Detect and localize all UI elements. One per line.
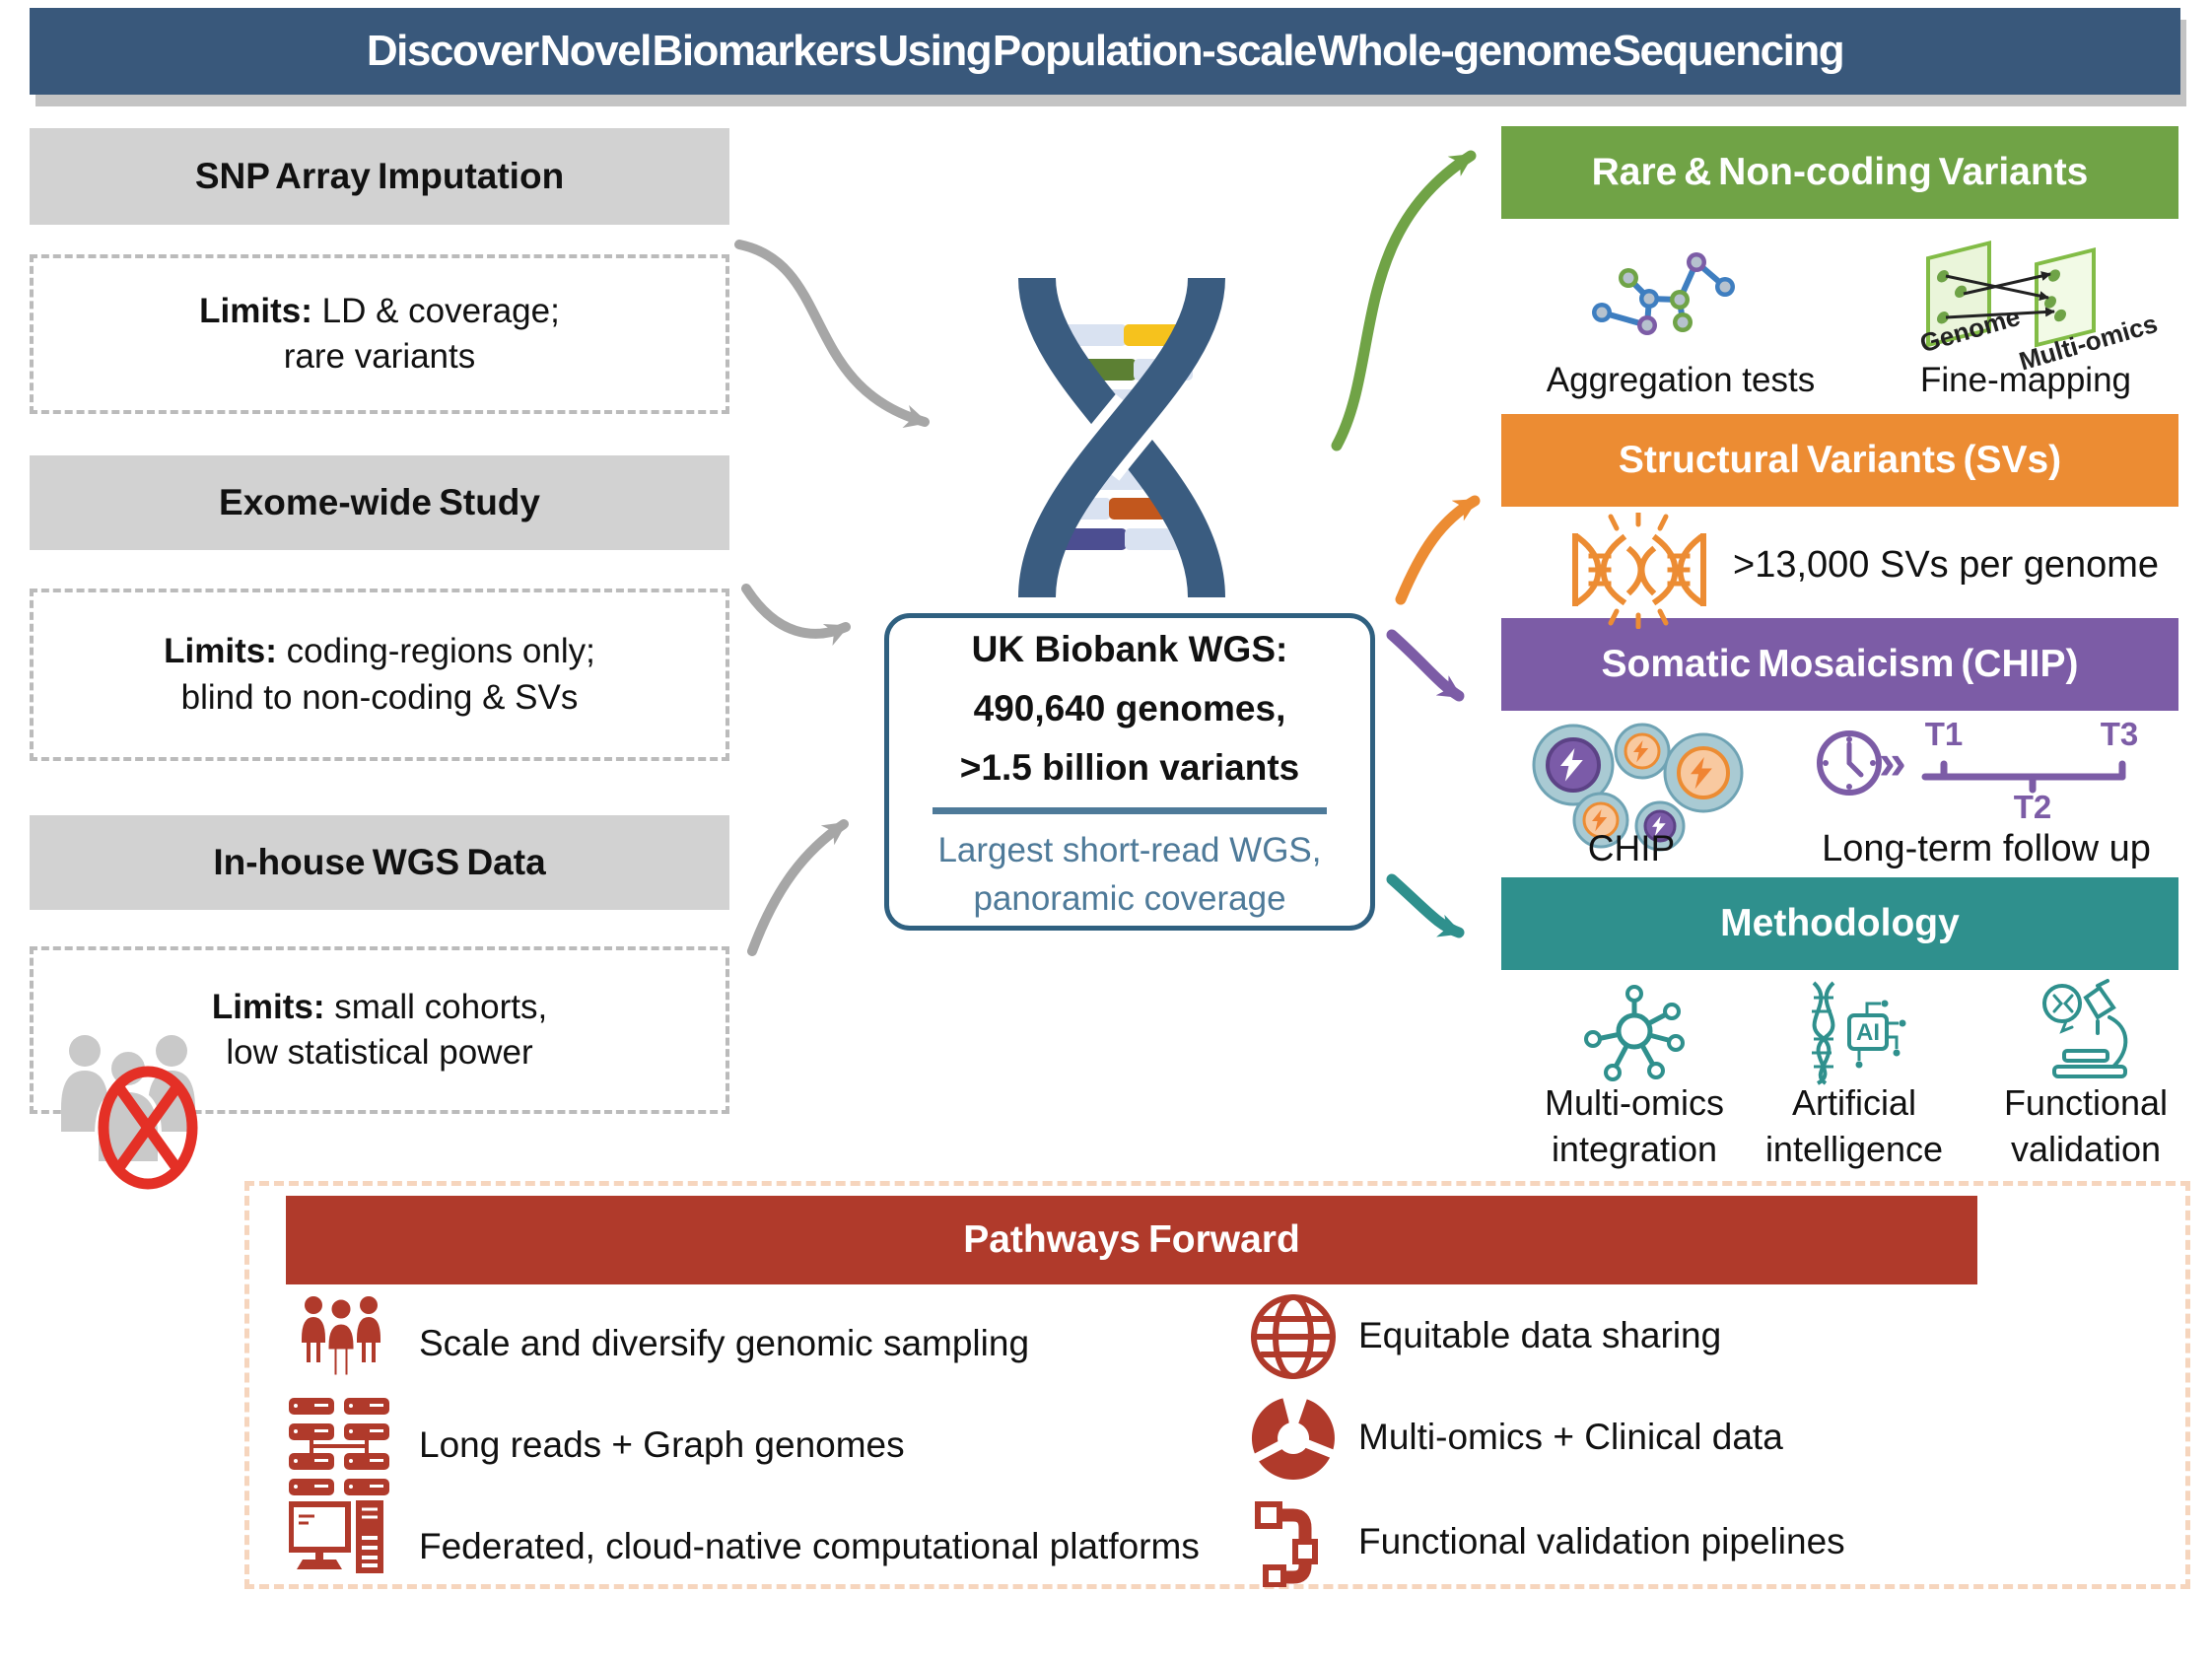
sv-broken-dna-icon bbox=[1572, 513, 1706, 629]
label-line1: Functional bbox=[2003, 1082, 2169, 1123]
computer-icon bbox=[289, 1500, 383, 1573]
limits-label: Limits: bbox=[199, 291, 312, 330]
limits-line: Limits: LD & coverage; bbox=[199, 289, 560, 334]
pathway-item-federated: Federated, cloud-native computational pl… bbox=[419, 1526, 1200, 1566]
page-title: Discover Novel Biomarkers Using Populati… bbox=[366, 27, 1845, 75]
artificial-intelligence-label: Artificial intelligence bbox=[1750, 1080, 1959, 1173]
limits-line2: blind to non-coding & SVs bbox=[180, 677, 579, 717]
limits-line2: low statistical power bbox=[226, 1033, 533, 1072]
multiomics-integration-label: Multi-omics integration bbox=[1521, 1080, 1748, 1173]
section-header-exome: Exome-wide Study bbox=[30, 455, 729, 550]
pathway-item-validation: Functional validation pipelines bbox=[1358, 1521, 1845, 1561]
people-group-icon bbox=[302, 1296, 380, 1378]
label-line2: validation bbox=[2010, 1128, 2162, 1169]
aggregation-tests-label: Aggregation tests bbox=[1546, 361, 1816, 399]
limits-label: Limits: bbox=[211, 987, 325, 1026]
longterm-followup-label: Long-term follow up bbox=[1822, 828, 2151, 869]
label-line1: Artificial bbox=[1791, 1082, 1917, 1123]
sv-stat-text: >13,000 SVs per genome bbox=[1733, 544, 2160, 586]
small-cohort-prohibited-icon bbox=[61, 1035, 198, 1190]
ai-dna-icon: AI bbox=[1812, 981, 1906, 1085]
chevrons-icon: » bbox=[1879, 734, 1906, 790]
uk-biobank-box: UK Biobank WGS: 490,640 genomes, >1.5 bi… bbox=[884, 613, 1375, 931]
pathways-forward-section bbox=[244, 1181, 2190, 1589]
limits-box-inhouse: Limits: small cohorts, low statistical p… bbox=[30, 946, 729, 1114]
fine-mapping-label: Fine-mapping bbox=[1920, 361, 2131, 399]
aggregation-network-icon bbox=[1592, 252, 1735, 335]
banner-methodology: Methodology bbox=[1501, 877, 2178, 970]
timepoint-t3: T3 bbox=[2100, 716, 2139, 752]
title-bar: Discover Novel Biomarkers Using Populati… bbox=[30, 8, 2180, 95]
server-stack-icon bbox=[289, 1398, 389, 1495]
timepoint-t2: T2 bbox=[2013, 789, 2052, 825]
limits-text: LD & coverage; bbox=[311, 291, 560, 330]
banner-label: Structural Variants (SVs) bbox=[1618, 439, 2062, 481]
banner-label: Methodology bbox=[1720, 902, 1960, 944]
pathways-forward-banner: Pathways Forward bbox=[286, 1196, 1977, 1284]
timepoint-t1: T1 bbox=[1924, 716, 1964, 752]
banner-structural-variants: Structural Variants (SVs) bbox=[1501, 414, 2178, 507]
pathway-item-longreads: Long reads + Graph genomes bbox=[419, 1424, 905, 1465]
limits-box-snp-array: Limits: LD & coverage; rare variants bbox=[30, 254, 729, 414]
ukb-line4: Largest short-read WGS, bbox=[937, 830, 1322, 869]
limits-label: Limits: bbox=[164, 632, 277, 671]
ukb-line1: UK Biobank WGS: bbox=[971, 628, 1288, 669]
section-header-label: Exome-wide Study bbox=[219, 482, 540, 522]
section-header-label: In-house WGS Data bbox=[213, 842, 546, 882]
section-header-inhouse: In-house WGS Data bbox=[30, 815, 729, 910]
limits-line2: rare variants bbox=[283, 337, 476, 376]
ukb-line2: 490,640 genomes, bbox=[973, 687, 1286, 728]
followup-timeline bbox=[1921, 760, 2126, 794]
multiomics-donut-icon bbox=[1251, 1393, 1338, 1480]
limits-text: coding-regions only; bbox=[276, 632, 595, 671]
pipeline-icon bbox=[1255, 1501, 1318, 1587]
banner-rare-noncoding: Rare & Non-coding Variants bbox=[1501, 126, 2178, 219]
pathway-item-clinicaldata: Multi-omics + Clinical data bbox=[1358, 1417, 1783, 1457]
label-line1: Multi-omics bbox=[1544, 1082, 1724, 1123]
chip-cells-icon bbox=[1532, 723, 1744, 852]
section-header-snp-array: SNP Array Imputation bbox=[30, 128, 729, 225]
pathways-forward-title: Pathways Forward bbox=[963, 1218, 1300, 1261]
chip-label: CHIP bbox=[1587, 828, 1676, 868]
microscope-icon bbox=[2042, 979, 2128, 1078]
ukb-line3: >1.5 billion variants bbox=[959, 746, 1300, 788]
limits-line: Limits: small cohorts, bbox=[212, 985, 547, 1030]
limits-line: Limits: coding-regions only; bbox=[164, 629, 595, 674]
limits-box-exome: Limits: coding-regions only; blind to no… bbox=[30, 589, 729, 761]
section-header-label: SNP Array Imputation bbox=[194, 156, 565, 196]
banner-label: Rare & Non-coding Variants bbox=[1591, 151, 2089, 193]
ai-chip-label: AI bbox=[1856, 1019, 1880, 1046]
functional-validation-label: Functional validation bbox=[1981, 1080, 2190, 1173]
clock-icon bbox=[1817, 730, 1882, 796]
banner-label: Somatic Mosaicism (CHIP) bbox=[1601, 643, 2079, 685]
banner-somatic-mosaicism: Somatic Mosaicism (CHIP) bbox=[1501, 618, 2178, 711]
multiomics-hub-icon bbox=[1584, 985, 1685, 1081]
ukb-line5: panoramic coverage bbox=[973, 879, 1286, 919]
limits-text: small cohorts, bbox=[324, 987, 548, 1026]
label-line2: integration bbox=[1551, 1128, 1718, 1169]
pathway-item-datasharing: Equitable data sharing bbox=[1358, 1315, 1722, 1355]
fine-mapping-icon bbox=[1926, 241, 2096, 348]
label-line2: intelligence bbox=[1764, 1128, 1944, 1169]
globe-icon bbox=[1251, 1294, 1336, 1379]
pathway-item-sampling: Scale and diversify genomic sampling bbox=[419, 1323, 1030, 1363]
dna-helix-icon bbox=[1008, 276, 1235, 599]
ukb-divider bbox=[933, 806, 1327, 814]
